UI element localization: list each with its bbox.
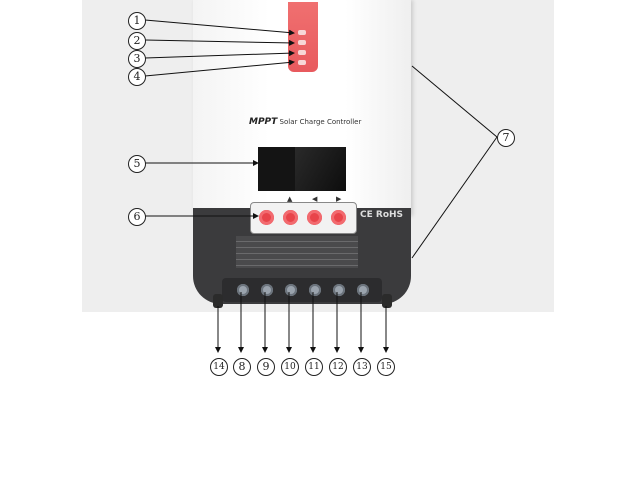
callout-4: 4 [128, 68, 146, 86]
terminal-11 [309, 284, 321, 296]
mounting-foot-left [213, 294, 223, 308]
device-label: MPPT Solar Charge Controller [249, 117, 369, 127]
spec-table-row [236, 253, 358, 254]
callout-2: 2 [128, 32, 146, 50]
callout-3: 3 [128, 50, 146, 68]
terminal-9 [261, 284, 273, 296]
right-arrow-icon: ▶ [336, 195, 342, 203]
button-4[interactable] [331, 210, 346, 225]
terminal-8 [237, 284, 249, 296]
certification-marks: CE RoHS [360, 210, 403, 220]
callout-13: 13 [353, 358, 371, 376]
up-arrow-icon: ▲ [287, 195, 293, 203]
callout-1: 1 [128, 12, 146, 30]
terminal-13 [357, 284, 369, 296]
button-2[interactable] [283, 210, 298, 225]
led-1 [298, 30, 306, 35]
led-indicator-panel [288, 2, 318, 72]
device-label-text: Solar Charge Controller [279, 118, 362, 126]
callout-15: 15 [377, 358, 395, 376]
button-1[interactable] [259, 210, 274, 225]
terminal-10 [285, 284, 297, 296]
callout-12: 12 [329, 358, 347, 376]
callout-10: 10 [281, 358, 299, 376]
spec-table [236, 236, 358, 268]
callout-8: 8 [233, 358, 251, 376]
ce-mark: CE [360, 210, 373, 220]
led-4 [298, 60, 306, 65]
callout-14: 14 [210, 358, 228, 376]
left-arrow-icon: ◀ [312, 195, 318, 203]
button-panel [250, 202, 357, 234]
callout-9: 9 [257, 358, 275, 376]
spec-table-row [236, 259, 358, 260]
mounting-foot-right [382, 294, 392, 308]
callout-7: 7 [497, 129, 515, 147]
rohs-mark: RoHS [375, 210, 404, 220]
spec-table-row [236, 241, 358, 242]
callout-6: 6 [128, 208, 146, 226]
led-2 [298, 40, 306, 45]
spec-table-row [236, 247, 358, 248]
callout-5: 5 [128, 155, 146, 173]
button-3[interactable] [307, 210, 322, 225]
terminal-12 [333, 284, 345, 296]
led-3 [298, 50, 306, 55]
spec-table-row [236, 265, 358, 266]
device-label-prefix: MPPT [249, 117, 278, 127]
callout-11: 11 [305, 358, 323, 376]
lcd-reflection [295, 147, 346, 191]
